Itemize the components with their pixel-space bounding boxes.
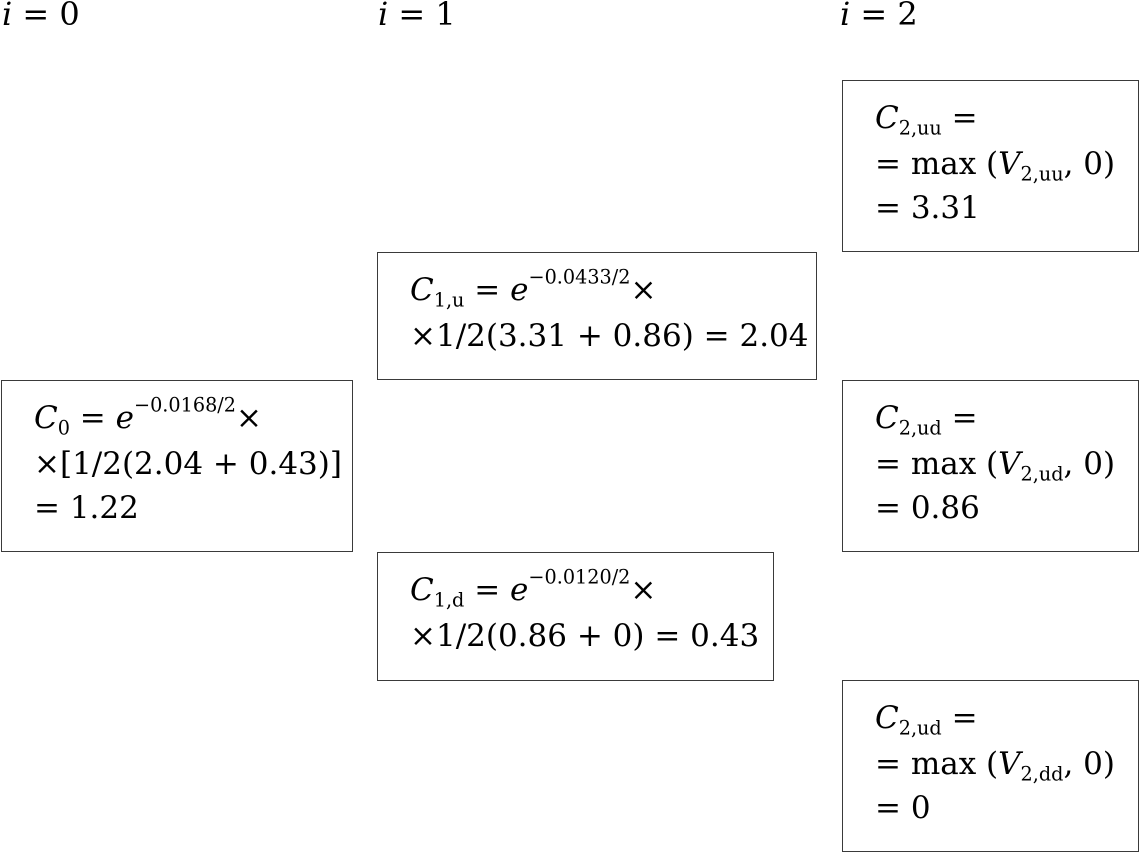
node-c0-line1: C0 = e−0.0168/2× [34,393,262,440]
node-c2ud-line2: = max (V2,ud, 0) [875,446,1116,486]
node-c2dd-line2: = max (V2,dd, 0) [875,746,1115,786]
node-c1u-exponent: −0.0433/2 [528,265,631,289]
node-c1u-subscript: 1,u [433,288,465,312]
node-c2dd: C2,ud = = max (V2,dd, 0) = 0 [842,680,1139,852]
node-c0-subscript: 0 [57,416,70,440]
node-c2uu-subscript: 2,uu [898,116,942,140]
node-c1u-line1: C1,u = e−0.0433/2× [410,265,657,312]
header-i0: i = 0 [2,0,80,34]
node-c1d: C1,d = e−0.0120/2× ×1/2(0.86 + 0) = 0.43 [377,552,774,681]
node-c2dd-v-subscript: 2,dd [1020,762,1064,786]
node-c2uu-v-subscript: 2,uu [1020,162,1064,186]
node-c2ud-line3: = 0.86 [875,490,980,526]
node-c2uu-line1: C2,uu = [875,100,978,140]
header-i1: i = 1 [378,0,456,34]
node-c1d-subscript: 1,d [433,588,465,612]
node-c2ud-v-subscript: 2,ud [1020,462,1064,486]
node-c1d-line2: ×1/2(0.86 + 0) = 0.43 [410,618,760,654]
node-c0-line2: ×[1/2(2.04 + 0.43)] [34,446,342,482]
node-c2uu-line2: = max (V2,uu, 0) [875,146,1116,186]
node-c0-line3: = 1.22 [34,490,139,526]
node-c2dd-line3: = 0 [875,790,931,826]
node-c1d-exponent: −0.0120/2 [528,565,631,589]
node-c2uu-line3: = 3.31 [875,190,980,226]
node-c1u: C1,u = e−0.0433/2× ×1/2(3.31 + 0.86) = 2… [377,252,817,380]
header-i2-value: 2 [897,0,918,33]
node-c2uu: C2,uu = = max (V2,uu, 0) = 3.31 [842,80,1139,252]
node-c2ud-line1: C2,ud = [875,400,978,440]
node-c2dd-line1: C2,ud = [875,700,978,740]
header-i2: i = 2 [840,0,918,34]
header-i0-value: 0 [59,0,80,33]
header-i1-value: 1 [435,0,456,33]
node-c0: C0 = e−0.0168/2× ×[1/2(2.04 + 0.43)] = 1… [1,380,353,552]
node-c2dd-subscript: 2,ud [898,716,942,740]
node-c2ud: C2,ud = = max (V2,ud, 0) = 0.86 [842,380,1139,552]
node-c1u-line2: ×1/2(3.31 + 0.86) = 2.04 [410,318,809,354]
node-c0-exponent: −0.0168/2 [134,393,236,417]
node-c2ud-subscript: 2,ud [898,416,942,440]
node-c1d-line1: C1,d = e−0.0120/2× [410,565,657,612]
